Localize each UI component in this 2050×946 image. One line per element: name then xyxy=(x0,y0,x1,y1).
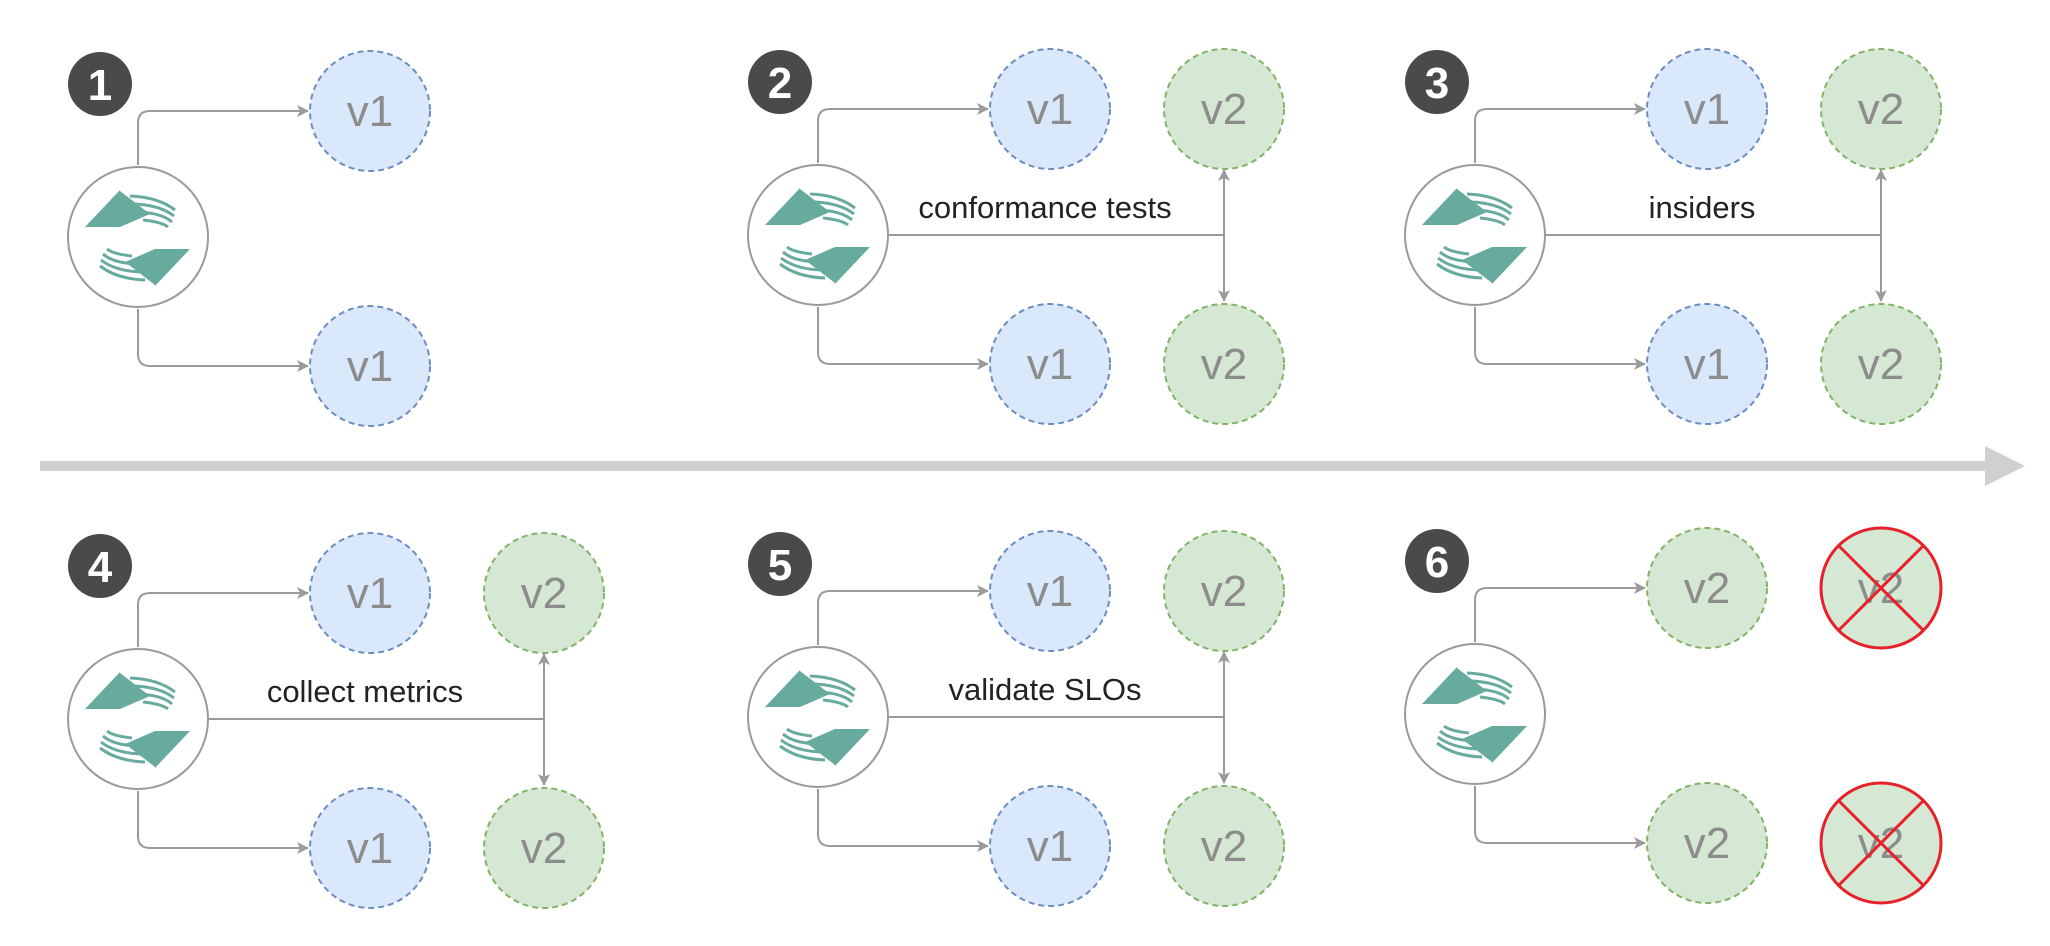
step-number: 1 xyxy=(88,61,112,110)
node-top-2: v2 xyxy=(1163,530,1285,652)
step-label: validate SLOs xyxy=(949,672,1142,707)
node-bottom-1: v1 xyxy=(309,787,431,909)
controller-node xyxy=(67,648,209,790)
step-number: 6 xyxy=(1425,538,1449,587)
connector-top xyxy=(1474,582,1646,642)
version-label: v2 xyxy=(1858,85,1904,134)
node-bottom-1: v1 xyxy=(309,305,431,427)
step-panel-5: validate SLOs 5 v1 v2 v1 v2 xyxy=(747,530,1285,907)
step-panel-2: conformance tests 2 v1 v2 v1 v2 xyxy=(747,48,1285,425)
version-label: v2 xyxy=(521,569,567,618)
connector-bottom xyxy=(1474,786,1646,849)
version-label: v2 xyxy=(1684,564,1730,613)
version-label: v1 xyxy=(347,342,393,391)
controller-logo-icon xyxy=(85,672,190,768)
connector-bottom xyxy=(817,307,989,370)
connector-bottom xyxy=(817,789,989,852)
step-panel-6: 6 v2 v2 v2 v2 xyxy=(1404,526,1943,905)
node-top-1: v1 xyxy=(309,50,431,172)
controller-logo-icon xyxy=(765,670,870,766)
version-label: v1 xyxy=(1027,567,1073,616)
node-bottom-1: v1 xyxy=(989,785,1111,907)
node-bottom-1: v1 xyxy=(989,303,1111,425)
version-label: v1 xyxy=(1027,340,1073,389)
connector-top xyxy=(817,585,989,645)
version-label: v2 xyxy=(1201,567,1247,616)
node-bottom-1: v2 xyxy=(1646,782,1768,904)
node-bottom-1: v1 xyxy=(1646,303,1768,425)
controller-node xyxy=(67,166,209,308)
controller-node xyxy=(747,164,889,306)
version-label: v2 xyxy=(521,824,567,873)
node-top-1: v1 xyxy=(309,532,431,654)
controller-node xyxy=(1404,643,1546,785)
controller-logo-icon xyxy=(1422,188,1527,284)
connector-bottom xyxy=(137,309,309,372)
node-bottom-2: v2 xyxy=(1819,781,1943,905)
node-top-2: v2 xyxy=(1820,48,1942,170)
version-label: v1 xyxy=(1684,85,1730,134)
node-top-2: v2 xyxy=(1819,526,1943,650)
step-badge xyxy=(1405,529,1469,593)
connector-top xyxy=(817,103,989,163)
version-label: v2 xyxy=(1858,340,1904,389)
controller-logo-icon xyxy=(1422,667,1527,763)
controller-logo-icon xyxy=(765,188,870,284)
step-number: 4 xyxy=(88,543,113,592)
step-label: insiders xyxy=(1649,190,1756,225)
connector-bottom xyxy=(1474,307,1646,370)
step-panel-4: collect metrics 4 v1 v2 v1 v2 xyxy=(67,532,605,909)
node-top-1: v1 xyxy=(1646,48,1768,170)
connector-top xyxy=(137,105,309,165)
step-badge xyxy=(748,50,812,114)
node-bottom-2: v2 xyxy=(1163,303,1285,425)
connector-top xyxy=(137,587,309,647)
connector-bottom xyxy=(137,791,309,854)
version-label: v1 xyxy=(347,824,393,873)
step-badge xyxy=(68,534,132,598)
node-top-1: v1 xyxy=(989,48,1111,170)
version-label: v2 xyxy=(1201,85,1247,134)
timeline-arrow xyxy=(40,446,2025,486)
version-label: v1 xyxy=(347,569,393,618)
version-label: v1 xyxy=(1684,340,1730,389)
connector-top xyxy=(1474,103,1646,163)
remove-cross-icon xyxy=(1819,781,1943,905)
version-label: v2 xyxy=(1684,819,1730,868)
version-label: v1 xyxy=(347,87,393,136)
version-label: v2 xyxy=(1201,822,1247,871)
step-label: conformance tests xyxy=(918,190,1171,225)
node-top-1: v1 xyxy=(989,530,1111,652)
step-panel-1: 1 v1 v1 xyxy=(67,50,431,427)
node-top-2: v2 xyxy=(483,532,605,654)
step-badge xyxy=(748,532,812,596)
version-label: v1 xyxy=(1027,85,1073,134)
controller-node xyxy=(747,646,889,788)
step-badge xyxy=(68,52,132,116)
version-label: v1 xyxy=(1027,822,1073,871)
step-badge xyxy=(1405,50,1469,114)
node-top-2: v2 xyxy=(1163,48,1285,170)
controller-logo-icon xyxy=(85,190,190,286)
node-top-1: v2 xyxy=(1646,527,1768,649)
step-panel-3: insiders 3 v1 v2 v1 v2 xyxy=(1404,48,1942,425)
remove-cross-icon xyxy=(1819,526,1943,650)
step-number: 5 xyxy=(768,541,792,590)
version-label: v2 xyxy=(1201,340,1247,389)
step-number: 2 xyxy=(768,59,792,108)
node-bottom-2: v2 xyxy=(483,787,605,909)
node-bottom-2: v2 xyxy=(1820,303,1942,425)
step-number: 3 xyxy=(1425,59,1449,108)
controller-node xyxy=(1404,164,1546,306)
step-label: collect metrics xyxy=(267,674,463,709)
node-bottom-2: v2 xyxy=(1163,785,1285,907)
